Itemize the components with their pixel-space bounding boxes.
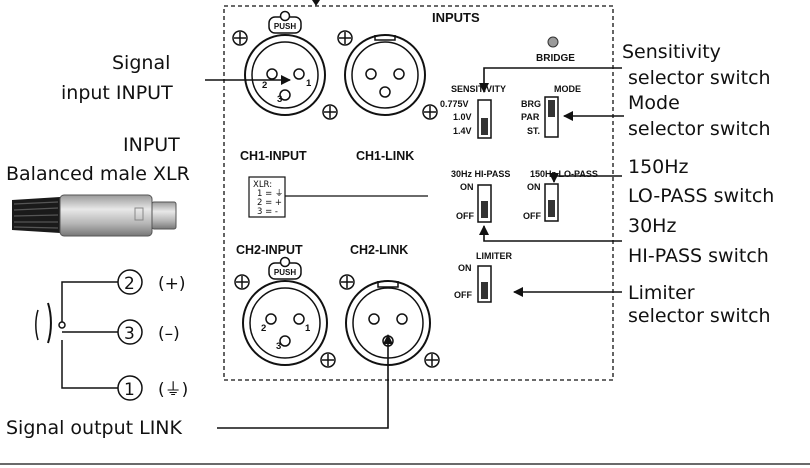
pinout-pin-2: 2 (124, 274, 135, 294)
bridge-led: BRIDGE (536, 36, 575, 64)
screw-icon (422, 104, 438, 120)
svg-text:ST.: ST. (527, 126, 540, 136)
input-xlr-label-2: Balanced male XLR (6, 163, 190, 185)
signal-input-label-2: input INPUT (61, 82, 173, 104)
mode-switch: MODE BRG PAR ST. (521, 84, 581, 138)
pinout-diagram: 2 3 1 (+) (–) (⏚) (35, 269, 188, 401)
hipass-switch: 30Hz HI-PASS ON OFF (451, 169, 510, 223)
svg-text:BRG: BRG (521, 99, 541, 109)
svg-text:ON: ON (458, 263, 472, 273)
screw-icon (339, 274, 355, 290)
screw-icon (232, 30, 248, 46)
ch1-link-label: CH1-LINK (356, 149, 414, 163)
svg-text:XLR:: XLR: (253, 180, 272, 190)
pinout-pin-3: 3 (124, 324, 135, 344)
ch1-input-connector: PUSH 1 2 3 (244, 10, 326, 116)
svg-text:OFF: OFF (523, 211, 541, 221)
top-arrow-tip (312, 0, 320, 6)
limiter-label-2: selector switch (628, 305, 771, 327)
xlr-plug-icon (12, 194, 177, 237)
ch1-pin1: 1 (306, 78, 312, 89)
mode-label-2: selector switch (628, 118, 771, 140)
screw-icon (320, 352, 336, 368)
lopass-arrow (549, 173, 622, 183)
ch1-input-label: CH1-INPUT (240, 149, 307, 163)
svg-text:3 = -: 3 = - (257, 207, 278, 217)
ch1-pin2: 2 (262, 80, 267, 91)
svg-text:0.775V: 0.775V (440, 99, 469, 109)
signal-output-label: Signal output LINK (6, 417, 183, 439)
svg-text:1.4V: 1.4V (453, 126, 472, 136)
hipass-label-2: HI-PASS switch (628, 245, 769, 267)
svg-text:1 = ⏚: 1 = ⏚ (257, 189, 283, 199)
svg-text:OFF: OFF (454, 290, 472, 300)
ch2-push-label: PUSH (274, 268, 296, 277)
signal-input-label-1: Signal (112, 52, 170, 74)
lopass-label-1: 150Hz (628, 156, 689, 178)
ch2-input-label: CH2-INPUT (236, 243, 303, 257)
ch1-pin3: 3 (277, 94, 282, 105)
hipass-label-1: 30Hz (628, 215, 676, 237)
screw-icon (322, 104, 338, 120)
lopass-label-2: LO-PASS switch (628, 185, 774, 207)
limiter-switch: LIMITER ON OFF (454, 251, 512, 303)
input-xlr-label-1: INPUT (123, 134, 180, 156)
svg-text:1.0V: 1.0V (453, 112, 472, 122)
ch2-pin3: 3 (276, 341, 281, 352)
ch1-link-connector (344, 34, 426, 116)
panel-border (223, 5, 614, 381)
pinout-pin-1: 1 (124, 380, 135, 400)
pinout-sign-minus: (–) (158, 324, 180, 344)
lopass-switch: 150Hz LO-PASS ON OFF (523, 169, 598, 222)
svg-text:LIMITER: LIMITER (476, 251, 512, 261)
screw-icon (337, 30, 353, 46)
svg-text:2 = +: 2 = + (257, 198, 282, 208)
ch2-link-label: CH2-LINK (350, 243, 408, 257)
sensitivity-arrow (479, 67, 622, 93)
svg-text:SENSITIVITY: SENSITIVITY (451, 84, 506, 94)
sensitivity-label-2: selector switch (628, 67, 771, 89)
bridge-label: BRIDGE (536, 53, 575, 64)
mode-label-1: Mode (628, 92, 680, 114)
ch2-pin1: 1 (305, 323, 311, 334)
pinout-sign-plus: (+) (158, 274, 186, 294)
svg-text:PAR: PAR (521, 112, 540, 122)
svg-text:MODE: MODE (554, 84, 581, 94)
svg-text:OFF: OFF (456, 211, 474, 221)
hipass-arrow (479, 225, 622, 242)
pinout-sign-ground: (⏚) (158, 380, 188, 400)
ch1-push-label: PUSH (274, 22, 296, 31)
svg-text:ON: ON (527, 182, 541, 192)
inputs-title: INPUTS (432, 10, 480, 25)
screw-icon (424, 352, 440, 368)
svg-text:ON: ON (460, 182, 474, 192)
ch2-pin2: 2 (261, 323, 266, 334)
signal-output-arrow (217, 334, 393, 429)
limiter-label-1: Limiter (628, 282, 695, 304)
screw-icon (234, 274, 250, 290)
svg-text:150Hz LO-PASS: 150Hz LO-PASS (530, 169, 598, 179)
sensitivity-switch: SENSITIVITY 0.775V 1.0V 1.4V (440, 84, 506, 139)
xlr-pinout-box: XLR: 1 = ⏚ 2 = + 3 = - (248, 176, 286, 218)
ch2-input-connector: PUSH 2 1 3 (242, 256, 328, 366)
sensitivity-label-1: Sensitivity (622, 41, 721, 63)
svg-text:30Hz HI-PASS: 30Hz HI-PASS (451, 169, 510, 179)
